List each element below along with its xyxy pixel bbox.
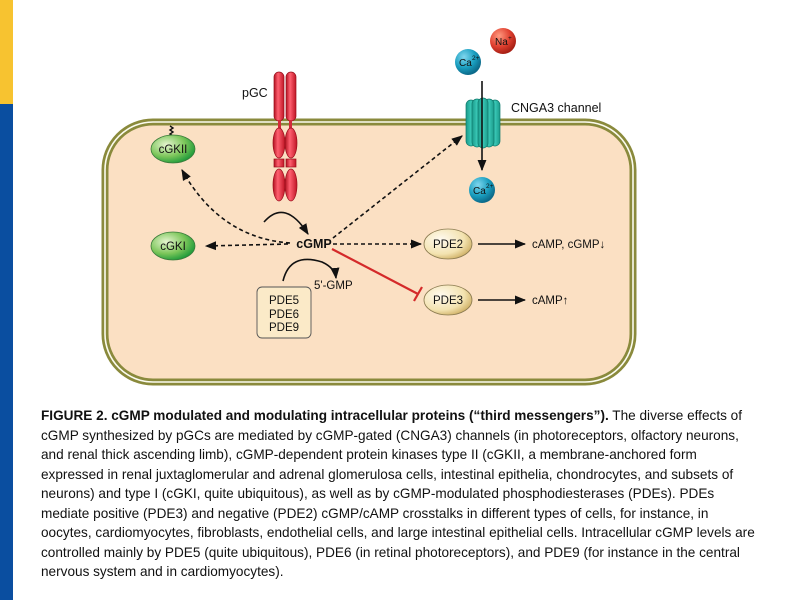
cgmp-inhibits-pde3-line <box>331 248 419 295</box>
cgki-label: cGKI <box>160 241 186 253</box>
pde2-node: PDE2 <box>423 228 473 260</box>
gmp5-label: 5'-GMP <box>314 280 353 292</box>
pde2-effect-label: cAMP, cGMP↓ <box>532 239 605 251</box>
pde5-label: PDE5 <box>269 295 299 307</box>
ca-ion-out-label: Ca <box>459 58 472 69</box>
pde6-label: PDE6 <box>269 309 299 321</box>
slide-accent-bar-blue <box>0 104 13 600</box>
ca-ion-out-charge: 2+ <box>472 55 480 62</box>
na-ion-charge: + <box>508 35 512 42</box>
caption-title: FIGURE 2. cGMP modulated and modulating … <box>41 408 609 423</box>
cgki-node: cGKI <box>150 231 196 261</box>
cnga3-label: CNGA3 channel <box>511 101 601 115</box>
pgc-label: pGC <box>242 86 268 100</box>
ca-ion-intracellular: Ca 2+ <box>469 177 495 203</box>
pde3-label: PDE3 <box>433 295 463 307</box>
pgc-receptor <box>272 71 298 202</box>
cgmp-to-cgkii-arrow <box>181 169 291 244</box>
ca-ion-in-label: Ca <box>473 186 486 197</box>
cgkii-node: cGKII <box>150 134 196 164</box>
ca-ion-in-charge: 2+ <box>486 183 494 190</box>
pde2-label: PDE2 <box>433 239 463 251</box>
cgmp-label: cGMP <box>296 237 331 251</box>
cnga3-channel <box>465 97 501 149</box>
cgkii-label: cGKII <box>159 144 188 156</box>
na-ion: Na + <box>490 28 516 54</box>
pde3-effect-label: cAMP↑ <box>532 295 568 307</box>
figure-caption: FIGURE 2. cGMP modulated and modulating … <box>41 406 761 582</box>
membrane-anchor-icon <box>168 125 175 137</box>
degradation-arrow <box>282 258 340 282</box>
caption-body: The diverse effects of cGMP synthesized … <box>41 408 755 579</box>
pde3-node: PDE3 <box>423 284 473 316</box>
na-ion-label: Na <box>495 37 508 48</box>
cell-membrane <box>101 118 637 386</box>
cgmp-pathway-diagram: pGC Na + Ca 2+ CNGA3 channel Ca 2+ cGKII… <box>101 28 637 386</box>
pde-box: PDE5 PDE6 PDE9 <box>256 286 312 339</box>
pde9-label: PDE9 <box>269 322 299 334</box>
synthesis-arrow <box>263 211 309 235</box>
slide-accent-bar-yellow <box>0 0 13 104</box>
inhibition-bar-icon <box>413 286 423 302</box>
ca-ion-extracellular: Ca 2+ <box>455 49 481 75</box>
